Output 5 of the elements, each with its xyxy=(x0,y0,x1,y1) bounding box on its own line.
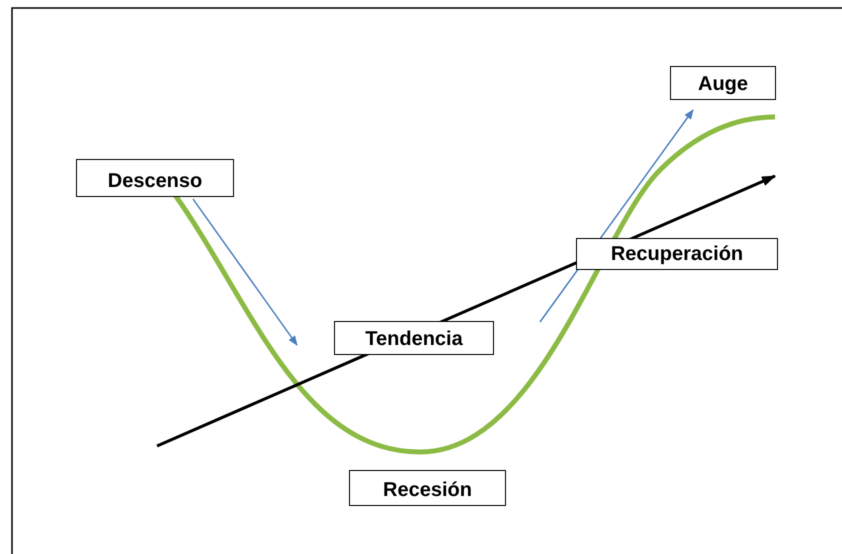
phase-label: Descenso xyxy=(76,159,234,197)
phase-label: Recuperación xyxy=(576,238,778,270)
phase-label: Auge xyxy=(670,66,776,100)
phase-label: Tendencia xyxy=(334,321,494,355)
phase-label: Recesión xyxy=(349,470,506,506)
